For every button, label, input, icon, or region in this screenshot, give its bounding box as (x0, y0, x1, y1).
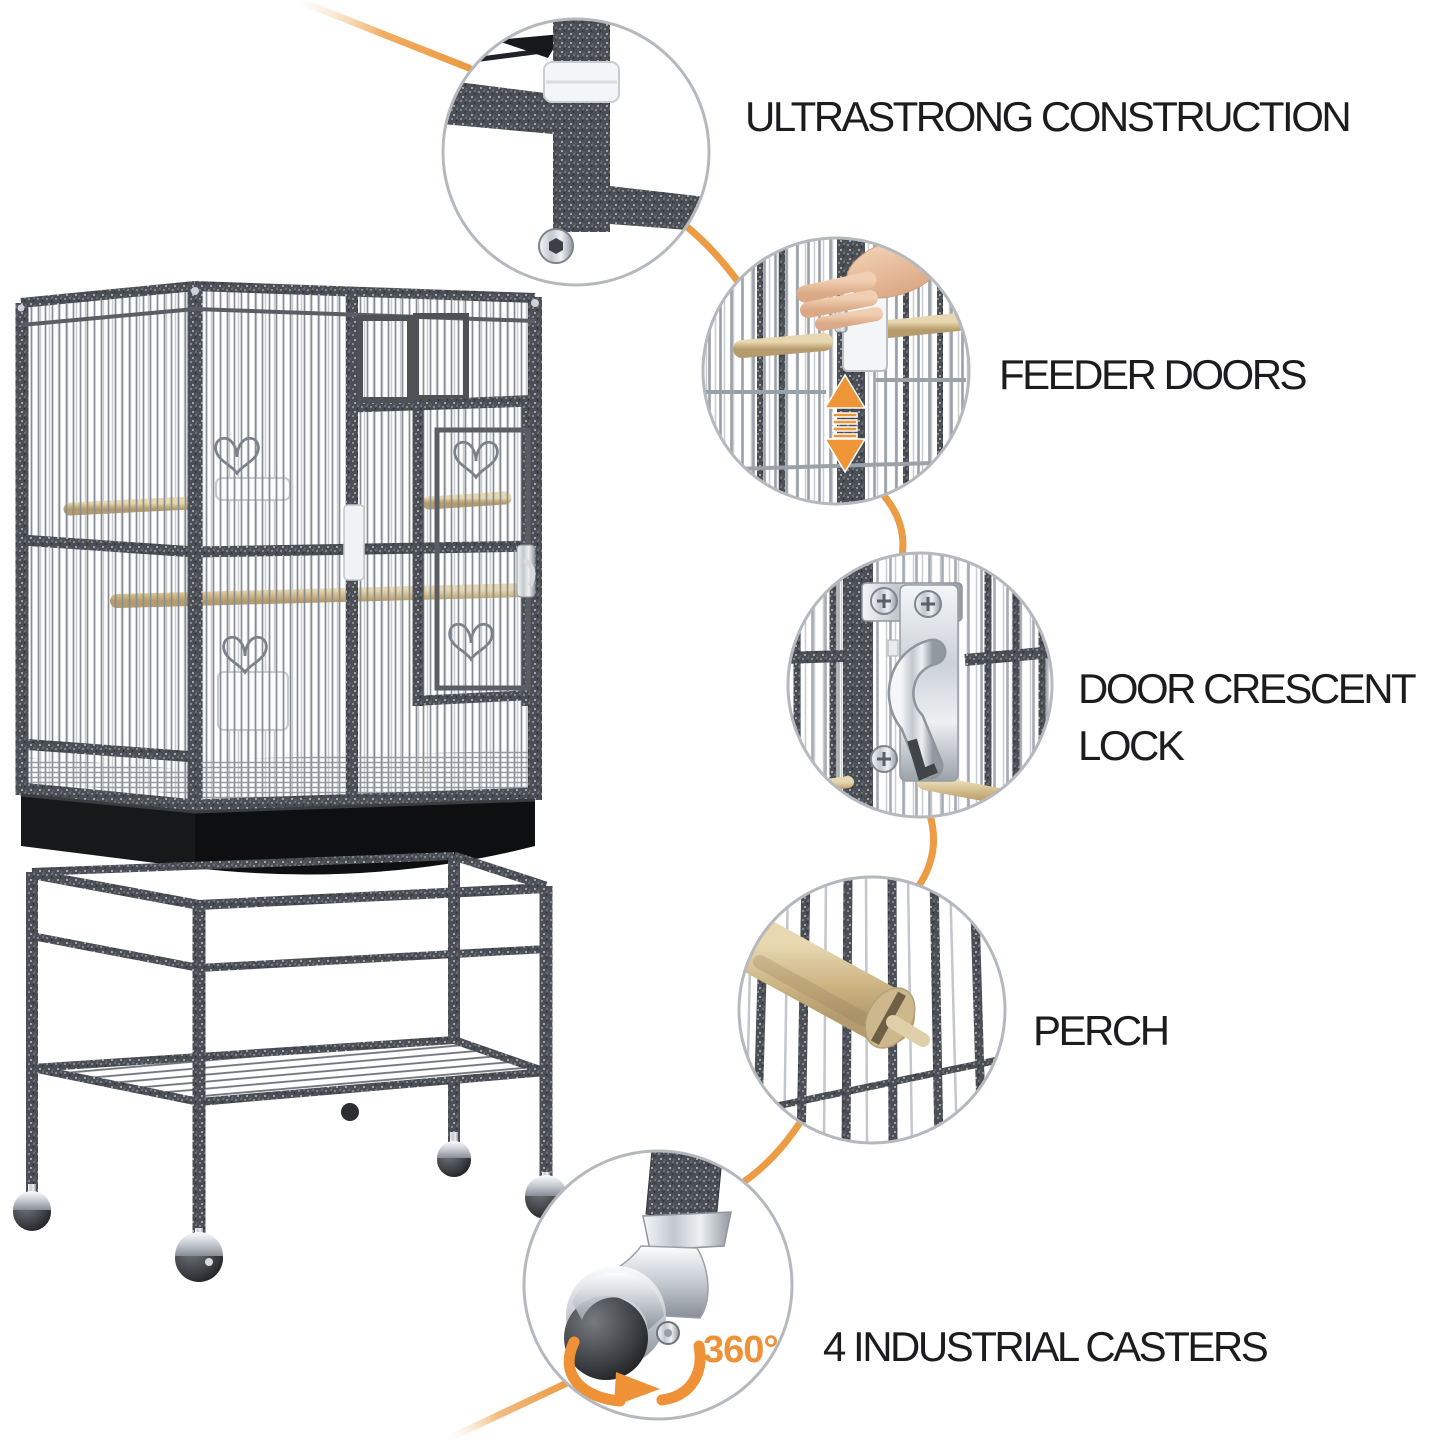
cage-floor-grate (21, 750, 535, 800)
label-text: LOCK (1078, 722, 1185, 769)
label-text: ULTRASTRONG CONSTRUCTION (745, 93, 1352, 140)
slide-arrow-icon (823, 373, 867, 474)
label-feeder-doors: FEEDER DOORS (999, 346, 1308, 403)
caster-wheel (175, 1228, 223, 1282)
connector-line (881, 493, 907, 561)
wooden-perch (739, 915, 930, 1049)
caster-photo: 360° (563, 1151, 779, 1407)
callout-circle-perch (737, 875, 1007, 1145)
connector-line (914, 808, 937, 891)
label-perch: PERCH (1033, 1002, 1170, 1059)
connector-line (448, 1379, 571, 1441)
callout-circles: 360° (441, 17, 1054, 1421)
phillips-screws (870, 587, 942, 773)
connector-line (293, 0, 473, 72)
rotation-arrow-icon (563, 1336, 706, 1407)
cage-rails (20, 395, 536, 813)
crescent-lock (861, 582, 963, 782)
feeder-door-latch (343, 504, 365, 581)
feeder-door-frames (357, 313, 469, 403)
construction-detail-photo (443, 19, 709, 264)
label-text: PERCH (1033, 1007, 1170, 1054)
stand-shelf (31, 1036, 548, 1121)
cage-stand (13, 851, 567, 1282)
caster-ball (564, 1296, 648, 1380)
label-text: FEEDER DOORS (999, 351, 1308, 398)
label-industrial-casters: 4 INDUSTRIAL CASTERS (823, 1318, 1269, 1375)
callout-circle-caster: 360° (522, 1149, 794, 1421)
label-text: 4 INDUSTRIAL CASTERS (823, 1323, 1269, 1370)
callout-circle-construction (441, 17, 711, 287)
feeder-door-photo (703, 238, 969, 504)
cage-main-door (412, 395, 536, 706)
connector-line (741, 1117, 805, 1185)
caster-wheels (13, 1132, 567, 1282)
door-lock-photo (788, 553, 1052, 817)
caster-wheel (437, 1132, 471, 1177)
bird-cage-photo (13, 281, 567, 1282)
callout-circle-feeder-doors (701, 236, 971, 506)
label-ultrastrong-construction: ULTRASTRONG CONSTRUCTION (745, 88, 1352, 145)
perch-in-photo (733, 333, 833, 358)
caster-wheel (13, 1184, 51, 1231)
label-door-crescent-lock: DOOR CRESCENT LOCK (1078, 660, 1417, 774)
label-text: DOOR CRESCENT (1078, 665, 1417, 712)
callout-circle-door-lock (786, 551, 1054, 819)
